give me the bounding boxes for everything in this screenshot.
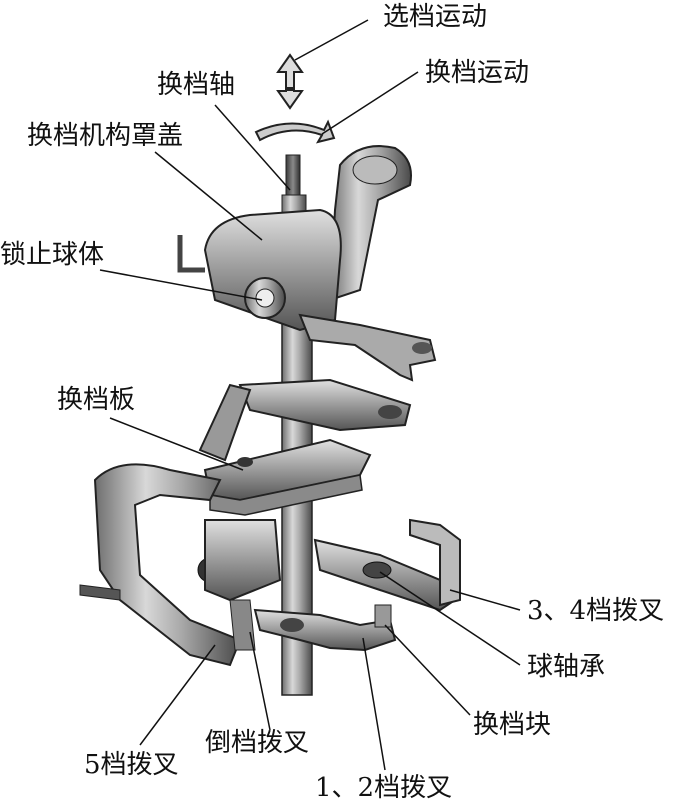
label-shift-motion: 换档运动: [425, 58, 530, 88]
label-shift-plate: 换档板: [57, 385, 136, 415]
leader-lines: [99, 19, 521, 771]
select-motion-arrow-icon: [276, 53, 304, 110]
fork-12-shape: [253, 604, 397, 652]
mechanism-cover-shape: [177, 208, 342, 332]
fork-reverse-shape: [204, 519, 282, 651]
label-fork-34: 3、4档拨叉: [527, 596, 665, 626]
shift-motion-arrow-icon: [254, 119, 336, 144]
upper-bracket-shape: [298, 313, 437, 382]
shift-lever-shape: [328, 145, 412, 302]
label-lock-ball: 锁止球体: [0, 240, 105, 270]
label-shift-block: 换档块: [473, 710, 552, 740]
label-select-motion: 选档运动: [383, 2, 488, 32]
label-fork-5: 5档拨叉: [84, 750, 179, 780]
fork-34-shape: [313, 518, 461, 612]
label-ball-bearing: 球轴承: [527, 652, 606, 682]
shift-plate-shape: [198, 378, 412, 516]
label-fork-reverse: 倒档拨叉: [205, 728, 310, 758]
label-mechanism-cover: 换档机构罩盖: [27, 121, 184, 151]
label-fork-12: 1、2档拨叉: [315, 773, 453, 803]
label-shift-shaft: 换档轴: [157, 70, 236, 100]
